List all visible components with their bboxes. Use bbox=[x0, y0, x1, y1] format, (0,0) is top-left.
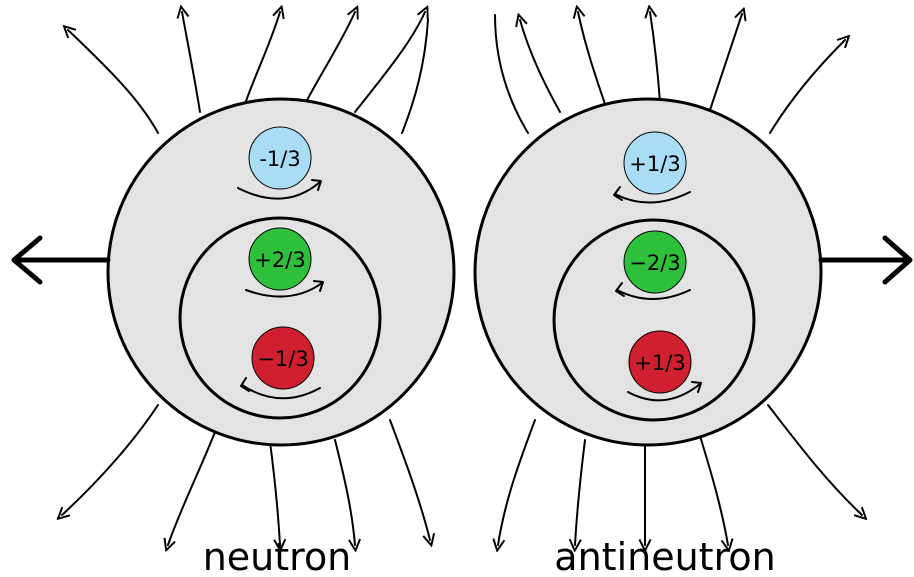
neutron-quark-2: +2/3 bbox=[245, 227, 324, 298]
antineutron-quark-2: −2/3 bbox=[615, 230, 691, 300]
quark-circle bbox=[248, 227, 312, 291]
field-line bbox=[389, 419, 430, 540]
neutron-quark-1: -1/3 bbox=[237, 126, 322, 200]
quark-charge-label: +2/3 bbox=[254, 248, 305, 272]
field-line bbox=[168, 431, 216, 545]
spin-arrow bbox=[614, 191, 691, 204]
antineutron-quark-1: +1/3 bbox=[613, 131, 691, 204]
quark-charge-label: -1/3 bbox=[259, 147, 300, 171]
quark-charge-label: +1/3 bbox=[634, 351, 685, 375]
spin-arrow bbox=[616, 289, 691, 300]
quark-charge-label: −2/3 bbox=[629, 251, 680, 275]
quark-circle bbox=[623, 131, 687, 195]
field-line bbox=[575, 439, 586, 545]
quark-circle bbox=[251, 326, 315, 390]
antineutron-caption: antineutron bbox=[554, 535, 775, 577]
spin-arrow bbox=[627, 383, 701, 402]
field-line bbox=[182, 12, 201, 113]
field-line bbox=[334, 439, 355, 545]
antineutron-motion-arrow bbox=[818, 235, 913, 285]
field-line bbox=[269, 441, 280, 545]
antineutron-quark-3: +1/3 bbox=[627, 330, 702, 402]
quark-charge-label: +1/3 bbox=[629, 152, 680, 176]
spin-arrow bbox=[237, 181, 321, 200]
field-line bbox=[578, 12, 606, 105]
field-line bbox=[401, 19, 429, 134]
field-line bbox=[494, 14, 529, 134]
field-line bbox=[304, 12, 355, 105]
antineutron-group: +1/3 −2/3 +1/3 antineutron bbox=[473, 12, 913, 577]
neutron-quark-3: −1/3 bbox=[240, 326, 321, 400]
quark-circle bbox=[628, 330, 692, 394]
field-line bbox=[68, 30, 159, 134]
quark-circle bbox=[623, 230, 687, 294]
spin-arrow bbox=[245, 282, 323, 298]
field-line bbox=[62, 404, 159, 515]
quark-charge-label: −1/3 bbox=[257, 347, 308, 371]
field-line bbox=[767, 404, 862, 515]
field-line bbox=[244, 12, 280, 105]
neutron-motion-arrow bbox=[11, 235, 111, 285]
neutron-caption: neutron bbox=[203, 535, 352, 577]
quark-circle bbox=[248, 126, 312, 190]
antineutron-field-lines bbox=[495, 12, 862, 545]
antineutron-inner-circle bbox=[552, 218, 756, 422]
field-line bbox=[354, 12, 425, 113]
field-line bbox=[699, 435, 728, 545]
field-line bbox=[650, 12, 661, 103]
field-line bbox=[769, 40, 845, 134]
field-line bbox=[709, 14, 742, 111]
field-line bbox=[520, 20, 561, 113]
neutron-inner-circle bbox=[178, 216, 382, 420]
neutron-group: -1/3 +2/3 −1/3 neutron bbox=[11, 12, 456, 577]
field-line bbox=[498, 419, 536, 545]
neutron-field-lines bbox=[62, 12, 430, 545]
spin-arrow bbox=[241, 384, 321, 400]
